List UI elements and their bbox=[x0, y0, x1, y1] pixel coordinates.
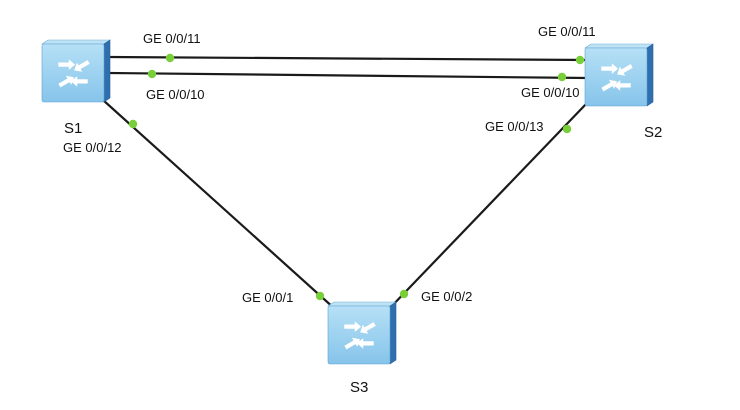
port-dot-s1-ge10[interactable] bbox=[147, 69, 157, 79]
port-label-s1-ge12: GE 0/0/12 bbox=[63, 140, 122, 155]
port-label-s3-ge1: GE 0/0/1 bbox=[242, 290, 293, 305]
device-s2[interactable] bbox=[584, 43, 654, 107]
port-dot-s1-ge11[interactable] bbox=[165, 53, 175, 63]
link-s2-s3[interactable] bbox=[387, 102, 588, 311]
device-label-s1: S1 bbox=[64, 120, 82, 137]
port-label-s2-ge10: GE 0/0/10 bbox=[521, 85, 580, 100]
port-label-s1-ge10: GE 0/0/10 bbox=[146, 87, 205, 102]
port-dot-s3-ge1[interactable] bbox=[315, 291, 325, 301]
switch-icon bbox=[584, 43, 654, 107]
switch-icon bbox=[41, 39, 111, 103]
port-dot-s1-ge12[interactable] bbox=[128, 119, 138, 129]
port-dot-s2-ge10[interactable] bbox=[557, 72, 567, 82]
link-s1-s2-ge10[interactable] bbox=[107, 71, 589, 80]
device-label-s3: S3 bbox=[350, 379, 368, 396]
device-label-s2: S2 bbox=[644, 124, 662, 141]
port-label-s2-ge11: GE 0/0/11 bbox=[538, 24, 596, 39]
link-s1-s2-ge11[interactable] bbox=[107, 55, 589, 62]
switch-icon bbox=[327, 301, 397, 365]
port-dot-s2-ge11[interactable] bbox=[575, 55, 585, 65]
port-label-s3-ge2: GE 0/0/2 bbox=[421, 289, 472, 304]
port-label-s1-ge11: GE 0/0/11 bbox=[143, 31, 201, 46]
port-dot-s2-ge13[interactable] bbox=[562, 124, 572, 134]
port-dot-s3-ge2[interactable] bbox=[399, 289, 409, 299]
device-s3[interactable] bbox=[327, 301, 397, 365]
links-layer bbox=[102, 55, 589, 311]
port-label-s2-ge13: GE 0/0/13 bbox=[485, 119, 544, 134]
link-s1-s3[interactable] bbox=[102, 99, 336, 310]
device-s1[interactable] bbox=[41, 39, 111, 103]
port-dots-layer bbox=[128, 53, 585, 301]
